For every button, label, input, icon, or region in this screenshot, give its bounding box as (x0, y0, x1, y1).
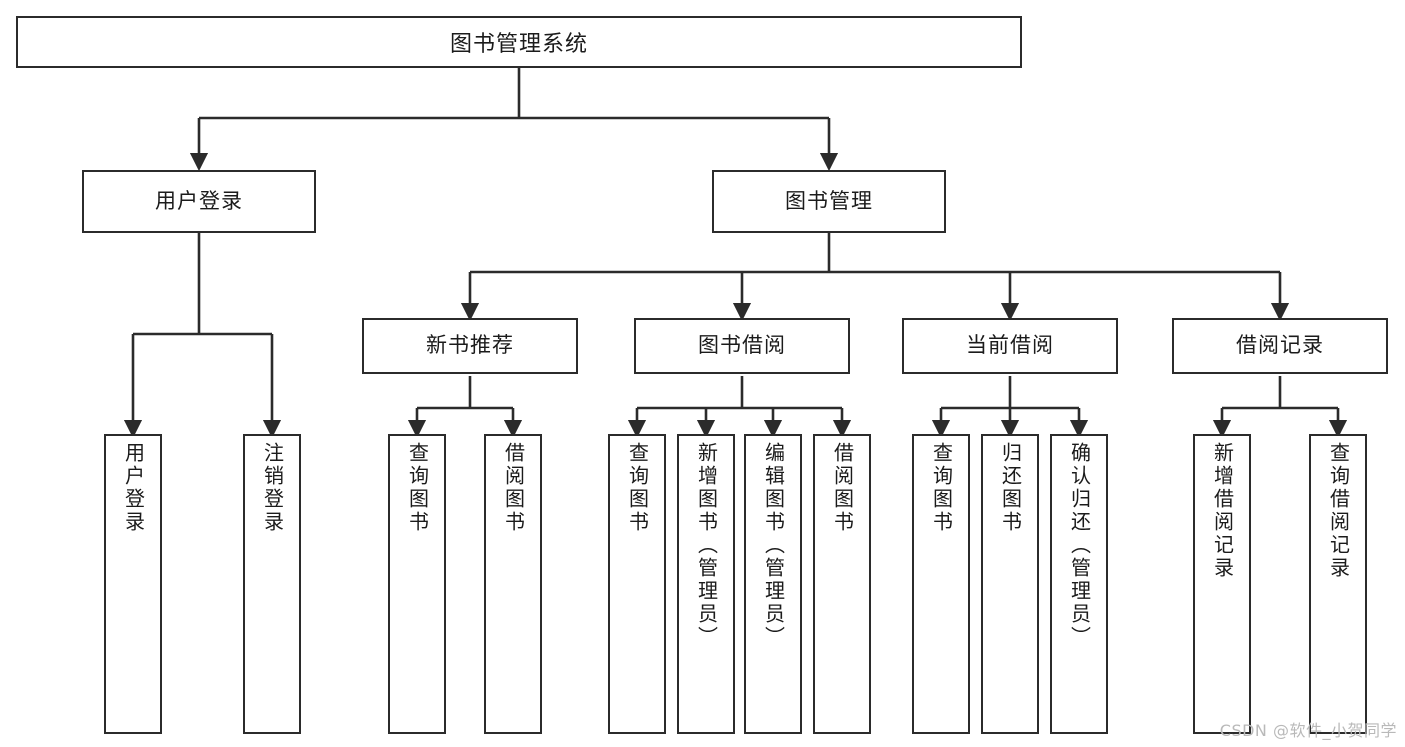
node-new-book-recommend-label: 新书推荐 (426, 333, 514, 358)
leaf-query-record-label: 查询借阅记录 (1326, 442, 1351, 580)
leaf-confirm-return[interactable]: 确认归还（管理员） (1050, 434, 1108, 734)
leaf-query-book-1-label: 查询图书 (405, 442, 430, 534)
leaf-add-book-label: 新增图书（管理员） (694, 442, 719, 649)
leaf-add-record-label: 新增借阅记录 (1210, 442, 1235, 580)
node-user-login[interactable]: 用户登录 (82, 170, 316, 233)
node-book-manage[interactable]: 图书管理 (712, 170, 946, 233)
leaf-query-book-3-label: 查询图书 (929, 442, 954, 534)
node-book-borrow[interactable]: 图书借阅 (634, 318, 850, 374)
node-book-borrow-label: 图书借阅 (698, 333, 786, 358)
leaf-borrow-book-1[interactable]: 借阅图书 (484, 434, 542, 734)
leaf-query-book-3[interactable]: 查询图书 (912, 434, 970, 734)
node-borrow-record[interactable]: 借阅记录 (1172, 318, 1388, 374)
node-user-login-label: 用户登录 (155, 188, 243, 213)
leaf-logout-login[interactable]: 注销登录 (243, 434, 301, 734)
leaf-return-book-label: 归还图书 (998, 442, 1023, 534)
leaf-logout-login-label: 注销登录 (260, 442, 285, 534)
leaf-query-book-1[interactable]: 查询图书 (388, 434, 446, 734)
leaf-edit-book[interactable]: 编辑图书（管理员） (744, 434, 802, 734)
leaf-confirm-return-label: 确认归还（管理员） (1067, 442, 1092, 649)
node-current-borrow-label: 当前借阅 (966, 333, 1054, 358)
leaf-query-book-2[interactable]: 查询图书 (608, 434, 666, 734)
leaf-add-record[interactable]: 新增借阅记录 (1193, 434, 1251, 734)
leaf-edit-book-label: 编辑图书（管理员） (761, 442, 786, 649)
node-new-book-recommend[interactable]: 新书推荐 (362, 318, 578, 374)
leaf-add-book[interactable]: 新增图书（管理员） (677, 434, 735, 734)
leaf-borrow-book-2[interactable]: 借阅图书 (813, 434, 871, 734)
leaf-return-book[interactable]: 归还图书 (981, 434, 1039, 734)
leaf-borrow-book-2-label: 借阅图书 (830, 442, 855, 534)
leaf-borrow-book-1-label: 借阅图书 (501, 442, 526, 534)
leaf-user-login[interactable]: 用户登录 (104, 434, 162, 734)
node-root-label: 图书管理系统 (449, 32, 588, 57)
leaf-query-record[interactable]: 查询借阅记录 (1309, 434, 1367, 734)
node-root-system[interactable]: 图书管理系统 (16, 16, 1022, 68)
node-book-manage-label: 图书管理 (785, 188, 873, 213)
node-borrow-record-label: 借阅记录 (1236, 333, 1324, 358)
leaf-user-login-label: 用户登录 (121, 442, 146, 534)
node-current-borrow[interactable]: 当前借阅 (902, 318, 1118, 374)
leaf-query-book-2-label: 查询图书 (625, 442, 650, 534)
csdn-watermark: CSDN @软件_小贺同学 (1219, 721, 1397, 740)
